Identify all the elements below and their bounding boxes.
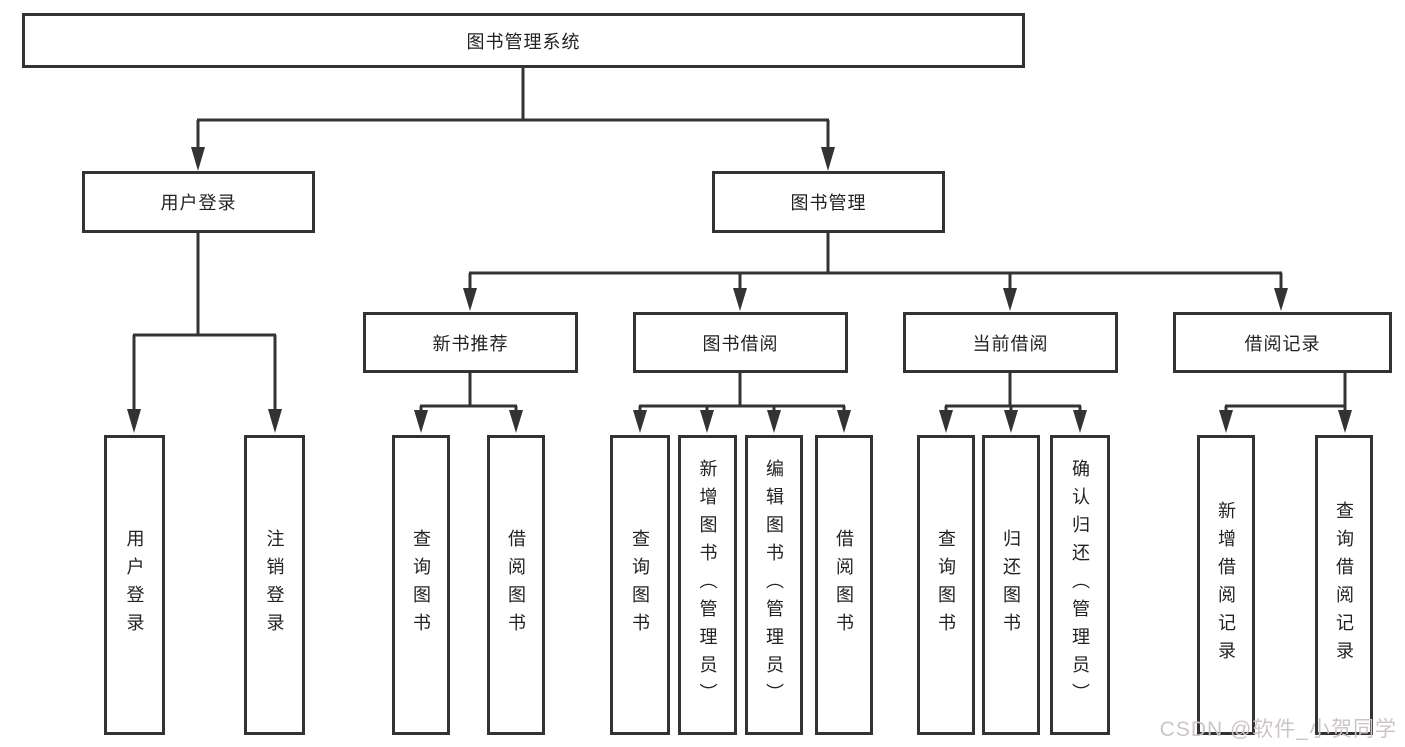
node-label: 图书借阅	[702, 333, 779, 354]
arrowheads	[127, 147, 1352, 433]
leaf-label: 归还图书	[1001, 529, 1021, 641]
leaf-label: 查询图书	[411, 529, 431, 641]
node-label: 新书推荐	[432, 333, 509, 354]
leaf-label: 借阅图书	[506, 529, 526, 641]
leaf-query-books-recommend: 查询图书	[392, 435, 450, 735]
leaf-logout: 注销登录	[244, 435, 305, 735]
leaf-borrow-books-recommend: 借阅图书	[487, 435, 545, 735]
node-new-book-recommend: 新书推荐	[363, 312, 578, 373]
node-label: 图书管理	[790, 193, 867, 213]
node-borrow-records: 借阅记录	[1173, 312, 1392, 373]
leaf-confirm-return-admin: 确认归还（管理员）	[1050, 435, 1110, 735]
node-book-borrow: 图书借阅	[633, 312, 848, 373]
leaf-label: 查询借阅记录	[1334, 501, 1354, 669]
node-library-management-system: 图书管理系统	[22, 13, 1025, 68]
csdn-watermark: CSDN @软件_小贺同学	[1159, 718, 1397, 741]
leaf-label: 新增图书（管理员）	[697, 459, 718, 711]
node-book-management: 图书管理	[712, 171, 945, 233]
leaf-label: 查询图书	[936, 529, 956, 641]
node-label: 图书管理系统	[466, 31, 581, 52]
leaf-borrow-books: 借阅图书	[815, 435, 873, 735]
leaf-query-borrow-record: 查询借阅记录	[1315, 435, 1373, 735]
leaf-return-books: 归还图书	[982, 435, 1040, 735]
leaf-edit-books-admin: 编辑图书（管理员）	[745, 435, 803, 735]
node-current-borrow: 当前借阅	[903, 312, 1118, 373]
leaf-label: 注销登录	[264, 529, 285, 641]
leaf-label: 用户登录	[124, 529, 145, 641]
leaf-query-books-borrow: 查询图书	[610, 435, 670, 735]
node-label: 借阅记录	[1244, 333, 1321, 354]
node-label: 用户登录	[160, 193, 237, 213]
node-label: 当前借阅	[972, 333, 1049, 354]
leaf-query-books-current: 查询图书	[917, 435, 975, 735]
leaf-label: 确认归还（管理员）	[1070, 459, 1090, 711]
leaf-label: 编辑图书（管理员）	[764, 459, 784, 711]
leaf-user-login: 用户登录	[104, 435, 165, 735]
leaf-label: 查询图书	[630, 529, 650, 641]
node-user-login: 用户登录	[82, 171, 315, 233]
leaf-label: 新增借阅记录	[1216, 501, 1236, 669]
leaf-label: 借阅图书	[834, 529, 854, 641]
leaf-add-books-admin: 新增图书（管理员）	[678, 435, 737, 735]
leaf-add-borrow-record: 新增借阅记录	[1197, 435, 1255, 735]
